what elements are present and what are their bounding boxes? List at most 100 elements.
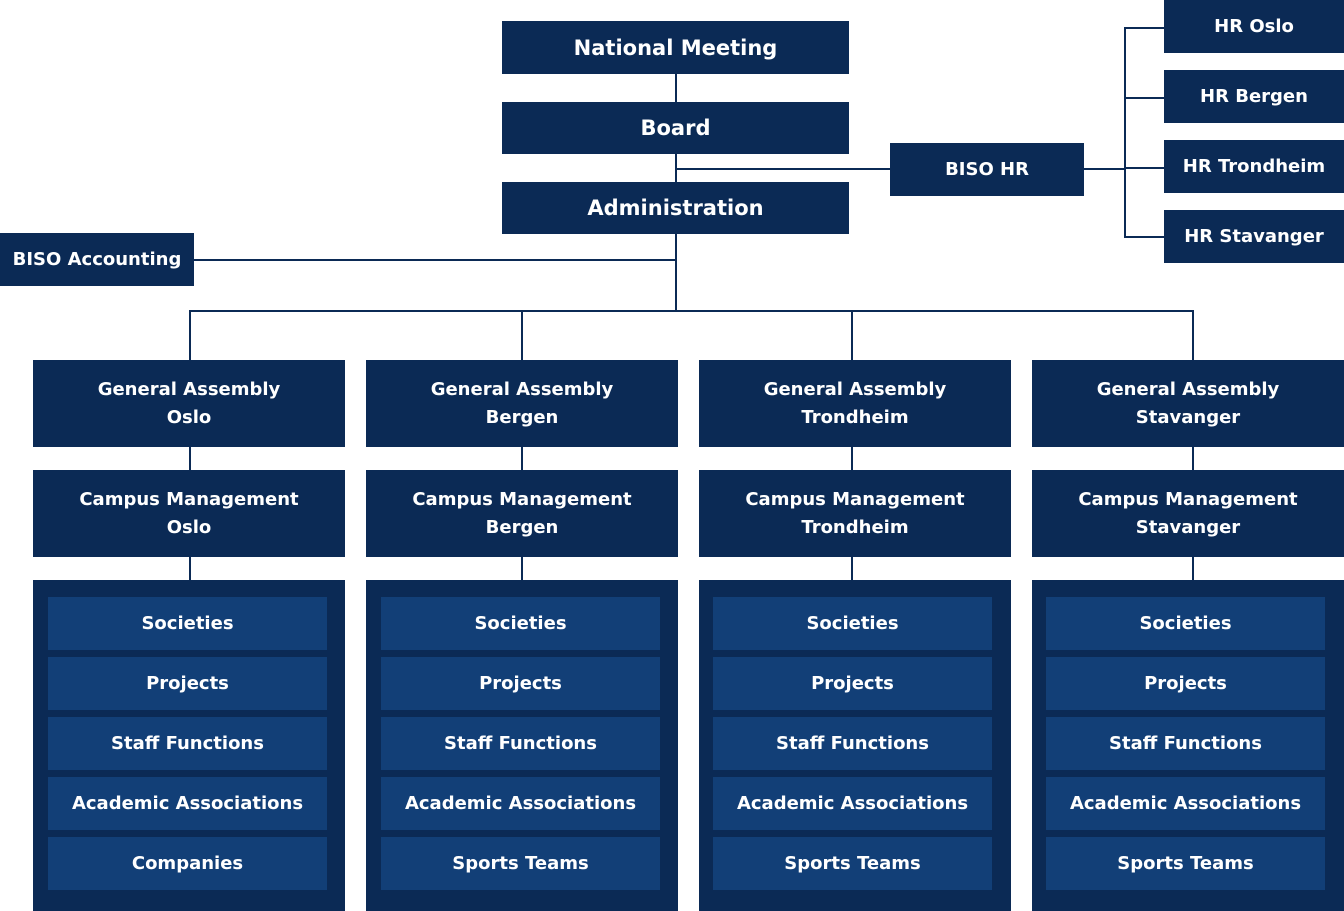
unit-label: Staff Functions (776, 733, 929, 754)
unit-projects-trondheim: Projects (713, 657, 992, 710)
unit-label: Societies (806, 613, 899, 634)
connector-management-units-stavanger (1192, 556, 1194, 580)
general-assembly-campus: Trondheim (801, 406, 909, 428)
unit-label: Sports Teams (784, 853, 921, 874)
hr-bergen-node: HR Bergen (1164, 70, 1344, 123)
unit-societies-oslo: Societies (48, 597, 327, 650)
general-assembly-stavanger-node: General Assembly Stavanger (1032, 360, 1344, 447)
board-label: Board (640, 116, 711, 140)
connector-management-units-bergen (521, 556, 523, 580)
general-assembly-trondheim-node: General Assembly Trondheim (699, 360, 1011, 447)
connector-hr-trunk-horizontal (1084, 168, 1125, 170)
unit-sports-teams-stavanger: Sports Teams (1046, 837, 1325, 890)
unit-label: Academic Associations (71, 793, 304, 814)
unit-label: Societies (474, 613, 567, 634)
connector-hr-oslo (1124, 27, 1164, 29)
unit-staff-functions-bergen: Staff Functions (381, 717, 660, 770)
unit-companies-oslo: Companies (48, 837, 327, 890)
general-assembly-title: General Assembly (97, 378, 281, 400)
campus-management-campus: Bergen (485, 516, 559, 538)
unit-projects-stavanger: Projects (1046, 657, 1325, 710)
hr-bergen-label: HR Bergen (1200, 86, 1308, 107)
hr-stavanger-node: HR Stavanger (1164, 210, 1344, 263)
general-assembly-title: General Assembly (430, 378, 614, 400)
unit-label: Academic Associations (736, 793, 969, 814)
campus-management-trondheim-node: Campus Management Trondheim (699, 470, 1011, 557)
connector-hr-trondheim (1124, 167, 1164, 169)
unit-projects-oslo: Projects (48, 657, 327, 710)
connector-assembly-management-stavanger (1192, 446, 1194, 470)
campus-management-campus: Stavanger (1135, 516, 1241, 538)
board-node: Board (502, 102, 849, 154)
general-assembly-oslo-node: General Assembly Oslo (33, 360, 345, 447)
unit-academic-associations-oslo: Academic Associations (48, 777, 327, 830)
unit-academic-associations-bergen: Academic Associations (381, 777, 660, 830)
unit-societies-bergen: Societies (381, 597, 660, 650)
campus-management-title: Campus Management (412, 488, 632, 510)
campus-management-campus: Oslo (166, 516, 212, 538)
campus-management-title: Campus Management (745, 488, 965, 510)
administration-label: Administration (587, 196, 764, 220)
unit-label: Sports Teams (1117, 853, 1254, 874)
connector-assembly-management-bergen (521, 446, 523, 470)
unit-sports-teams-trondheim: Sports Teams (713, 837, 992, 890)
unit-label: Staff Functions (1109, 733, 1262, 754)
connector-assembly-management-trondheim (851, 446, 853, 470)
unit-societies-stavanger: Societies (1046, 597, 1325, 650)
hr-trondheim-node: HR Trondheim (1164, 140, 1344, 193)
hr-trondheim-label: HR Trondheim (1182, 156, 1326, 177)
campus-management-title: Campus Management (1078, 488, 1298, 510)
general-assembly-title: General Assembly (1096, 378, 1280, 400)
connector-assembly-management-oslo (189, 446, 191, 470)
unit-label: Companies (131, 853, 244, 874)
connector-hr-bergen (1124, 97, 1164, 99)
biso-accounting-node: BISO Accounting (0, 233, 194, 286)
connector-drop-stavanger (1192, 310, 1194, 360)
connector-administration-trunk (675, 234, 677, 312)
unit-academic-associations-trondheim: Academic Associations (713, 777, 992, 830)
hr-oslo-label: HR Oslo (1214, 16, 1294, 37)
unit-label: Academic Associations (404, 793, 637, 814)
unit-label: Sports Teams (452, 853, 589, 874)
unit-sports-teams-bergen: Sports Teams (381, 837, 660, 890)
general-assembly-title: General Assembly (763, 378, 947, 400)
unit-staff-functions-oslo: Staff Functions (48, 717, 327, 770)
national-meeting-node: National Meeting (502, 21, 849, 74)
campus-management-stavanger-node: Campus Management Stavanger (1032, 470, 1344, 557)
biso-accounting-label: BISO Accounting (12, 248, 182, 270)
campus-management-oslo-node: Campus Management Oslo (33, 470, 345, 557)
unit-societies-trondheim: Societies (713, 597, 992, 650)
unit-projects-bergen: Projects (381, 657, 660, 710)
hr-stavanger-label: HR Stavanger (1184, 226, 1324, 247)
connector-campus-bus (189, 310, 1194, 312)
connector-management-units-trondheim (851, 556, 853, 580)
general-assembly-campus: Oslo (166, 406, 212, 428)
connector-drop-bergen (521, 310, 523, 360)
connector-biso-accounting (194, 259, 676, 261)
campus-management-bergen-node: Campus Management Bergen (366, 470, 678, 557)
biso-hr-node: BISO HR (890, 143, 1084, 196)
unit-label: Projects (479, 673, 562, 694)
administration-node: Administration (502, 182, 849, 234)
connector-drop-trondheim (851, 310, 853, 360)
unit-label: Projects (1144, 673, 1227, 694)
unit-label: Academic Associations (1069, 793, 1302, 814)
general-assembly-campus: Stavanger (1135, 406, 1241, 428)
connector-hr-trunk-vertical (1124, 27, 1126, 237)
hr-oslo-node: HR Oslo (1164, 0, 1344, 53)
connector-hr-stavanger (1124, 236, 1164, 238)
unit-label: Staff Functions (444, 733, 597, 754)
biso-hr-label: BISO HR (945, 158, 1029, 180)
unit-label: Staff Functions (111, 733, 264, 754)
unit-label: Societies (1139, 613, 1232, 634)
campus-management-campus: Trondheim (801, 516, 909, 538)
general-assembly-campus: Bergen (485, 406, 559, 428)
unit-label: Projects (146, 673, 229, 694)
connector-management-units-oslo (189, 556, 191, 580)
campus-management-title: Campus Management (79, 488, 299, 510)
unit-staff-functions-stavanger: Staff Functions (1046, 717, 1325, 770)
unit-label: Societies (141, 613, 234, 634)
national-meeting-label: National Meeting (573, 35, 778, 60)
connector-national-board (675, 74, 677, 102)
unit-label: Projects (811, 673, 894, 694)
